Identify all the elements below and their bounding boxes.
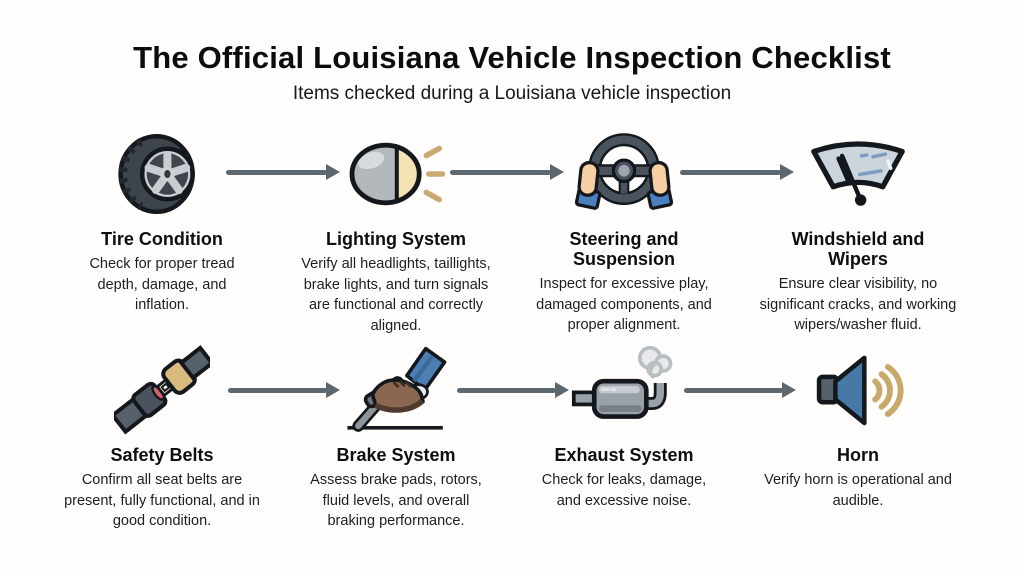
tire-icon: [117, 126, 207, 222]
item-title: Brake System: [336, 445, 456, 465]
item-title: Windshield and Wipers: [791, 229, 925, 270]
arrow-right-icon: [457, 382, 569, 398]
arrow-right-icon: [680, 164, 794, 180]
exhaust-muffler-icon: [568, 342, 680, 438]
item-description: Verify horn is operational and audible.: [764, 472, 952, 509]
item-description: Check for leaks, damage, and excessive n…: [541, 472, 707, 509]
arrow-right-icon: [228, 382, 340, 398]
brake-pedal-icon: [342, 342, 450, 438]
item-exhaust-system: Exhaust System Check for leaks, damage, …: [504, 342, 744, 511]
item-brake-system: Brake System Assess brake pads, rotors, …: [276, 342, 516, 532]
item-tire-condition: Tire Condition Check for proper tread de…: [42, 126, 282, 316]
item-description: Ensure clear visibility, no significant …: [759, 276, 957, 334]
item-title: Lighting System: [325, 229, 466, 249]
item-safety-belts: Safety Belts Confirm all seat belts are …: [42, 342, 282, 532]
item-description: Check for proper tread depth, damage, an…: [89, 256, 235, 314]
item-title: Tire Condition: [101, 229, 223, 249]
item-title: Steering and Suspension: [569, 229, 679, 270]
item-lighting-system: Lighting System Verify all headlights, t…: [276, 126, 516, 336]
windshield-wiper-icon: [805, 126, 911, 222]
arrow-right-icon: [684, 382, 796, 398]
item-steering-suspension: Steering and Suspension Inspect for exce…: [504, 126, 744, 336]
item-description: Confirm all seat belts are present, full…: [64, 472, 260, 530]
item-description: Verify all headlights, taillights, brake…: [301, 256, 491, 334]
item-horn: Horn Verify horn is operational and audi…: [738, 342, 978, 511]
seat-belt-icon: [114, 342, 210, 438]
page-subtitle: Items checked during a Louisiana vehicle…: [292, 83, 732, 104]
page-title: The Official Louisiana Vehicle Inspectio…: [133, 40, 891, 75]
headlight-icon: [344, 126, 448, 222]
item-title: Exhaust System: [554, 445, 694, 465]
steering-wheel-icon: [571, 126, 677, 222]
item-windshield-wipers: Windshield and Wipers Ensure clear visib…: [738, 126, 978, 336]
item-title: Horn: [837, 445, 879, 465]
item-description: Assess brake pads, rotors, fluid levels,…: [310, 472, 482, 530]
arrow-right-icon: [226, 164, 340, 180]
arrow-right-icon: [450, 164, 564, 180]
item-description: Inspect for excessive play, damaged comp…: [536, 276, 712, 334]
item-title: Safety Belts: [110, 445, 214, 465]
horn-speaker-icon: [808, 342, 908, 438]
